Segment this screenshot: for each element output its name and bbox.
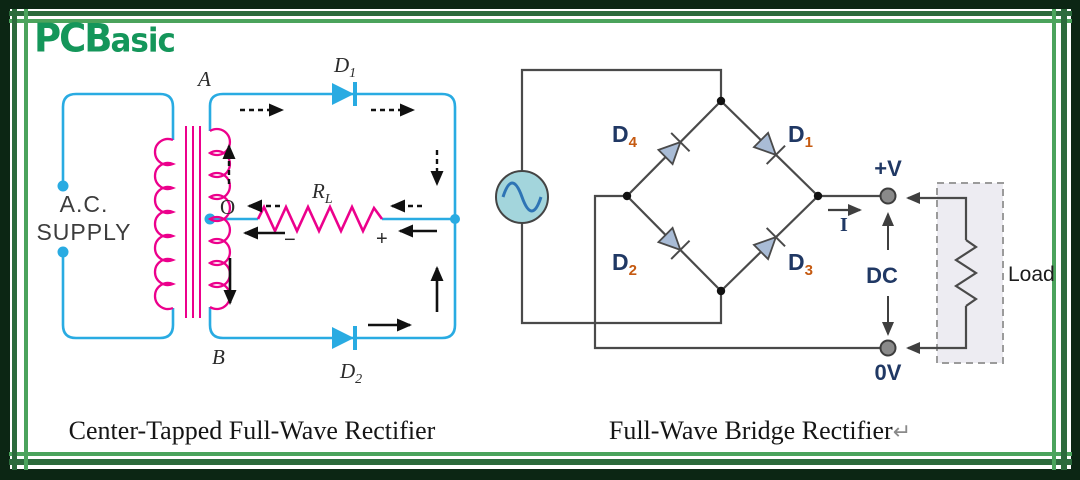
bridge-rectifier-diagram: D4 D1 D2 D3 +V 0V DC I Load xyxy=(495,68,1055,385)
frame-line xyxy=(12,9,17,470)
primary-coil xyxy=(153,137,177,311)
ac-supply-label-line2: SUPPLY xyxy=(36,219,131,245)
caption-center-tapped: Center-Tapped Full-Wave Rectifier xyxy=(32,416,472,446)
load-wire-bottom xyxy=(906,306,968,354)
paragraph-return-mark: ↵ xyxy=(892,419,912,444)
dashed-current-arrows xyxy=(222,103,444,213)
minus-sign: − xyxy=(284,229,296,251)
frame-band-bottom xyxy=(0,469,1080,480)
caption-left-text: Center-Tapped Full-Wave Rectifier xyxy=(68,416,436,445)
plus-v-label: +V xyxy=(874,156,902,181)
primary-loop-wire xyxy=(61,92,175,340)
ac-terminal-top xyxy=(57,180,69,192)
diode-d2-label: D2 xyxy=(339,359,362,387)
bridge-diode-d2 xyxy=(656,226,691,260)
bridge-d2-label: D2 xyxy=(612,249,637,279)
rail-junction-dot xyxy=(450,214,460,224)
ac-source xyxy=(495,170,549,224)
current-label: I xyxy=(840,214,848,236)
diode-d1-label: D1 xyxy=(333,53,356,81)
caption-right-text: Full-Wave Bridge Rectifier xyxy=(608,416,893,445)
bridge-nodes xyxy=(622,96,823,296)
frame-line xyxy=(9,11,1072,16)
node-a-label: A xyxy=(196,67,211,91)
node-b-label: B xyxy=(212,345,225,369)
ac-terminal-bottom xyxy=(57,246,69,258)
frame-line xyxy=(9,452,1072,456)
pcbasic-logo: PCBasic xyxy=(34,15,176,62)
bridge-d1-label: D1 xyxy=(788,121,813,151)
bridge-wiring xyxy=(520,68,881,350)
node-o-label: O xyxy=(220,195,235,219)
ac-supply-label-line1: A.C. xyxy=(60,191,109,217)
load-box xyxy=(906,182,1004,364)
load-resistor-label: RL xyxy=(311,179,333,207)
terminal-zero-v xyxy=(879,339,897,357)
diode-d1 xyxy=(332,82,357,106)
frame-line xyxy=(24,9,28,470)
diode-d2 xyxy=(332,326,357,350)
solid-current-arrows xyxy=(223,224,444,332)
plus-sign: + xyxy=(376,228,388,250)
dc-label: DC xyxy=(866,263,898,288)
bridge-d4-label: D4 xyxy=(612,121,638,151)
terminal-plus-v xyxy=(879,187,897,205)
frame-line xyxy=(9,459,1072,465)
bridge-diode-d3 xyxy=(752,227,786,261)
frame-line xyxy=(1061,9,1067,470)
frame-band-left xyxy=(0,0,10,480)
load-label: Load xyxy=(1008,263,1055,286)
load-resistor-zigzag xyxy=(953,239,979,307)
bridge-d3-label: D3 xyxy=(788,249,813,279)
load-resistor xyxy=(256,203,384,235)
sine-wave-icon xyxy=(501,181,543,213)
frame-line xyxy=(1052,9,1056,470)
frame-line xyxy=(9,19,1072,23)
secondary-loop-wire xyxy=(208,92,457,340)
caption-bridge: Full-Wave Bridge Rectifier↵ xyxy=(540,416,980,446)
transformer xyxy=(153,126,231,318)
center-tapped-rectifier-diagram: A.C. SUPPLY A B O D1 D2 RL − + xyxy=(36,53,460,387)
frame-band-right xyxy=(1071,0,1080,480)
logo-tail: asic xyxy=(110,22,175,61)
bridge-diode-d1 xyxy=(752,131,786,165)
logo-main: PCB xyxy=(34,15,112,62)
transformer-core xyxy=(185,126,201,318)
frame-band-top xyxy=(0,0,1080,9)
load-wire-top xyxy=(906,192,968,240)
bridge-diode-d4 xyxy=(656,132,691,166)
zero-v-label: 0V xyxy=(875,360,902,385)
